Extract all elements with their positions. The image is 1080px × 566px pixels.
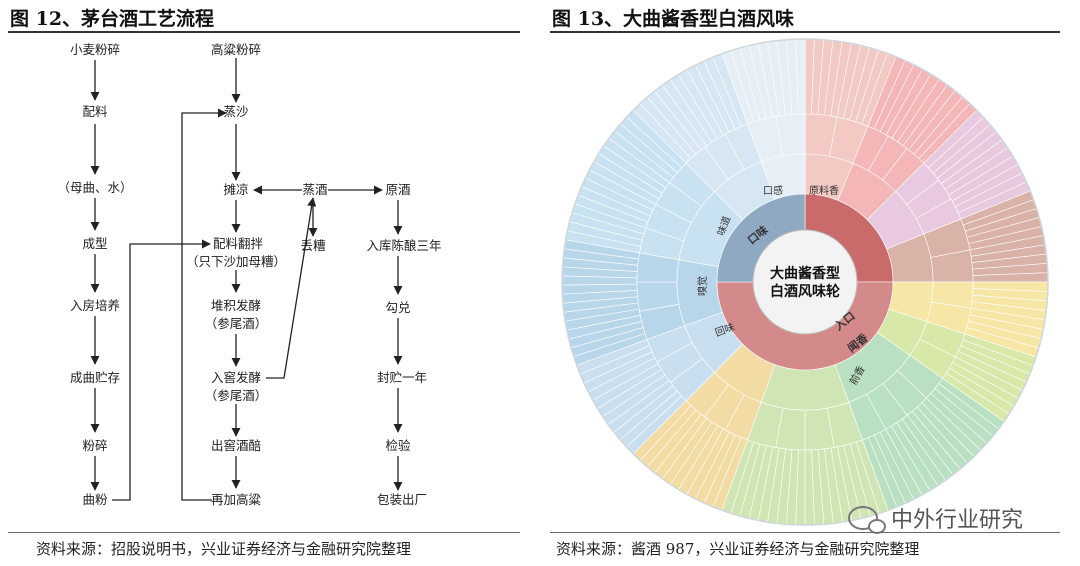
node-pile-note: （参尾酒） <box>204 316 268 331</box>
source-left: 资料来源：招股说明书，兴业证券经济与金融研究院整理 <box>36 540 412 558</box>
node-sealed-storage: 封贮一年 <box>376 370 428 385</box>
node-steam-sorghum: 蒸沙 <box>223 104 249 119</box>
node-koji-powder: 曲粉 <box>82 492 108 507</box>
node-add-sorghum: 再加高粱 <box>210 492 262 507</box>
node-aging-three-years: 入库陈酿三年 <box>366 238 442 253</box>
wheel-center-line2: 白酒风味轮 <box>770 283 840 300</box>
node-sorghum-grinding: 高粱粉碎 <box>210 42 262 57</box>
wechat-icon <box>848 506 886 534</box>
node-koji-storage: 成曲贮存 <box>69 370 121 385</box>
watermark: 中外行业研究 <box>848 502 1023 534</box>
figure-13-title: 图 13、大曲酱香型白酒风味 <box>552 8 795 30</box>
flowchart-arrows <box>90 58 403 501</box>
node-wheat-grinding: 小麦粉碎 <box>69 42 121 57</box>
node-blending: 勾兑 <box>385 300 411 315</box>
node-distillation: 蒸酒 <box>302 182 328 197</box>
flavor-wheel: 大曲酱香型 白酒风味轮 口味 入口 闻香 口感 原料香 味道 嗅觉 前香 回味 <box>561 38 1049 526</box>
wheel-core-ring <box>716 193 894 371</box>
node-mother-koji-water: （母曲、水） <box>57 180 133 195</box>
bottom-rule-right <box>550 532 1060 533</box>
node-raw-liquor: 原酒 <box>385 182 411 197</box>
bottom-rule-left <box>8 532 520 533</box>
node-packaging: 包装出厂 <box>376 492 428 507</box>
node-room-cultivation: 入房培养 <box>69 298 121 313</box>
node-pile-fermentation: 堆积发酵 <box>210 298 262 313</box>
node-mixing-note: （只下沙加母糟） <box>185 254 287 269</box>
node-shaping: 成型 <box>82 236 108 251</box>
node-cellar-note: （参尾酒） <box>204 388 268 403</box>
wheel-mid-label-raw-aroma: 原料香 <box>809 184 839 197</box>
node-unload-grains: 出窖酒醅 <box>210 438 262 453</box>
wheel-center <box>752 229 858 335</box>
figure-12-title: 图 12、茅台酒工艺流程 <box>10 8 215 30</box>
node-cooling: 摊凉 <box>223 182 249 197</box>
watermark-text: 中外行业研究 <box>891 508 1024 533</box>
wheel-center-line1: 大曲酱香型 <box>770 265 840 282</box>
wheel-mid-label-olfactory: 嗅觉 <box>696 276 709 296</box>
wheel-mid-label-mouthfeel: 口感 <box>763 184 783 197</box>
wheel-outer-border <box>561 38 1049 526</box>
node-crushing: 粉碎 <box>82 438 108 453</box>
title-rule-left <box>8 31 520 33</box>
title-rule-right <box>550 31 1060 33</box>
node-discard-lees: 丢糟 <box>300 238 326 253</box>
node-cellar-fermentation: 入窖发酵 <box>210 370 262 385</box>
node-inspection: 检验 <box>385 438 411 453</box>
source-right: 资料来源：酱酒 987，兴业证券经济与金融研究院整理 <box>556 540 920 558</box>
node-batching: 配料 <box>82 104 108 119</box>
node-mixing: 配料翻拌 <box>212 236 264 251</box>
wheel-inner-segment <box>760 364 850 411</box>
wheel-inner-ring <box>676 153 934 411</box>
